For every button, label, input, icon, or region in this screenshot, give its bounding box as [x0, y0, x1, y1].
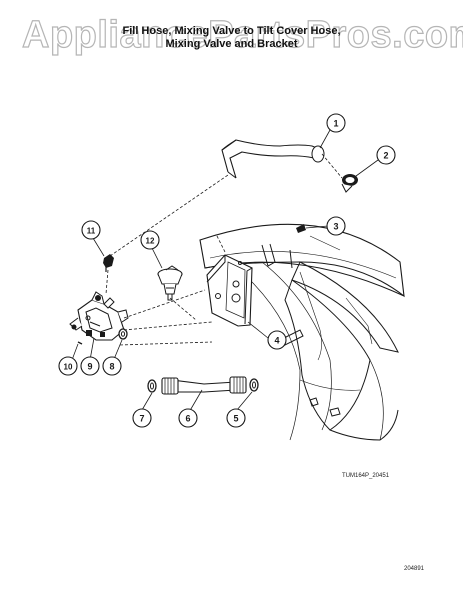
- callout-circles: [58, 113, 396, 428]
- tub-cover-drawing: [199, 223, 405, 441]
- callout-7: 7: [139, 414, 144, 424]
- callout-5: 5: [233, 414, 238, 424]
- screw-drawing: [296, 224, 306, 233]
- tilt-cover-hose-drawing: [221, 139, 325, 179]
- figure-code: TUM164P_20451: [342, 473, 390, 479]
- mixing-valve-drawing: [69, 291, 129, 345]
- callout-11: 11: [87, 227, 96, 236]
- callout-8: 8: [109, 362, 114, 372]
- diagram-title-line-1: Fill Hose, Mixing Valve to Tilt Cover Ho…: [122, 25, 341, 37]
- callout-2: 2: [383, 151, 388, 161]
- callout-4: 4: [274, 336, 279, 346]
- part-12-drawing: [157, 265, 183, 301]
- assembly-lines: [105, 153, 343, 346]
- fitting-drawing: [103, 254, 114, 272]
- page-number: 204891: [404, 566, 425, 572]
- fill-hose-drawing: [147, 376, 259, 395]
- callout-12: 12: [146, 237, 155, 246]
- site-watermark: AppliancePartsPros.com: [21, 13, 463, 56]
- callout-9: 9: [87, 362, 92, 372]
- leader-lines: [71, 129, 379, 415]
- bracket-drawing: [206, 254, 253, 327]
- callout-1: 1: [333, 119, 338, 129]
- callout-6: 6: [185, 414, 190, 424]
- diagram-title-line-2: Mixing Valve and Bracket: [165, 38, 298, 50]
- callout-3: 3: [333, 222, 338, 232]
- callout-10: 10: [64, 363, 73, 372]
- clamp-drawing: [341, 174, 358, 193]
